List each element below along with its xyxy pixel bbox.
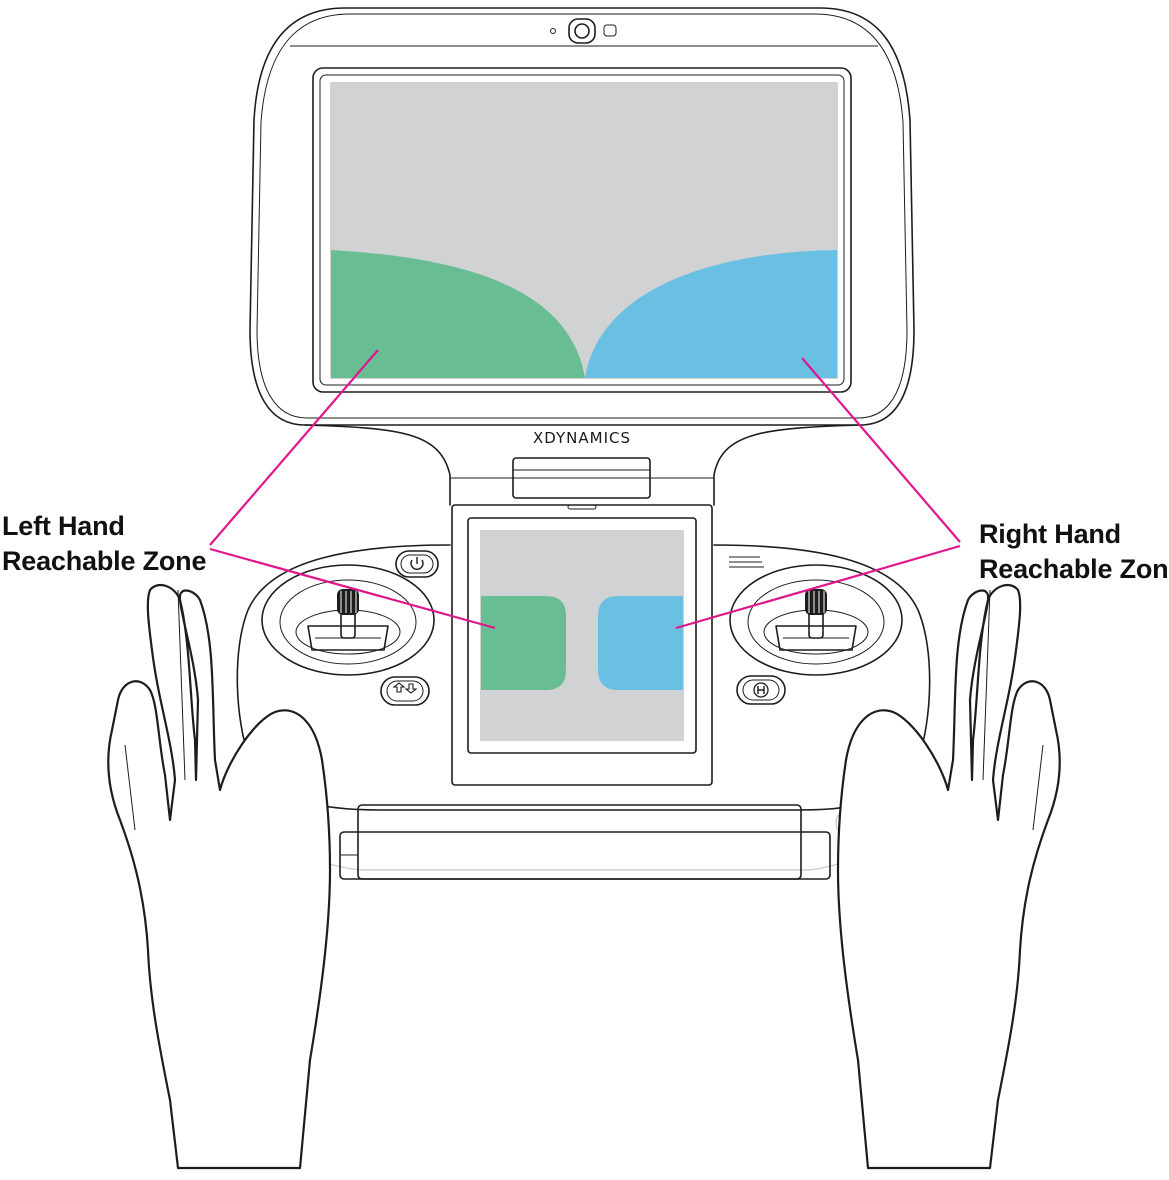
power-button[interactable] (395, 550, 439, 578)
right-leader-lines (675, 357, 961, 630)
h-mode-button[interactable] (736, 675, 786, 705)
right-hand (836, 583, 1061, 1170)
left-zone-label-line1: Left Hand (2, 511, 125, 541)
right-joystick[interactable] (729, 564, 903, 676)
left-joystick[interactable] (261, 564, 435, 676)
right-zone-label-line1: Right Hand (979, 519, 1121, 549)
camera-icon (550, 18, 617, 44)
left-zone-label-line2: Reachable Zone (2, 546, 206, 576)
left-reachable-zone (331, 250, 585, 378)
power-icon (410, 557, 424, 570)
right-reachable-zone (585, 250, 837, 378)
left-leader-lines (209, 349, 496, 630)
right-reachable-zone-small (598, 596, 683, 690)
return-home-icon (392, 682, 418, 694)
secondary-screen (451, 504, 713, 786)
right-zone-label-line2: Reachable Zone (979, 554, 1169, 584)
left-reachable-zone-small (481, 596, 566, 690)
return-home-button[interactable] (380, 676, 430, 706)
left-hand (107, 583, 332, 1170)
main-screen (330, 82, 838, 379)
brand-logo: XDYNAMICS (533, 429, 631, 447)
h-mode-icon (753, 682, 769, 698)
